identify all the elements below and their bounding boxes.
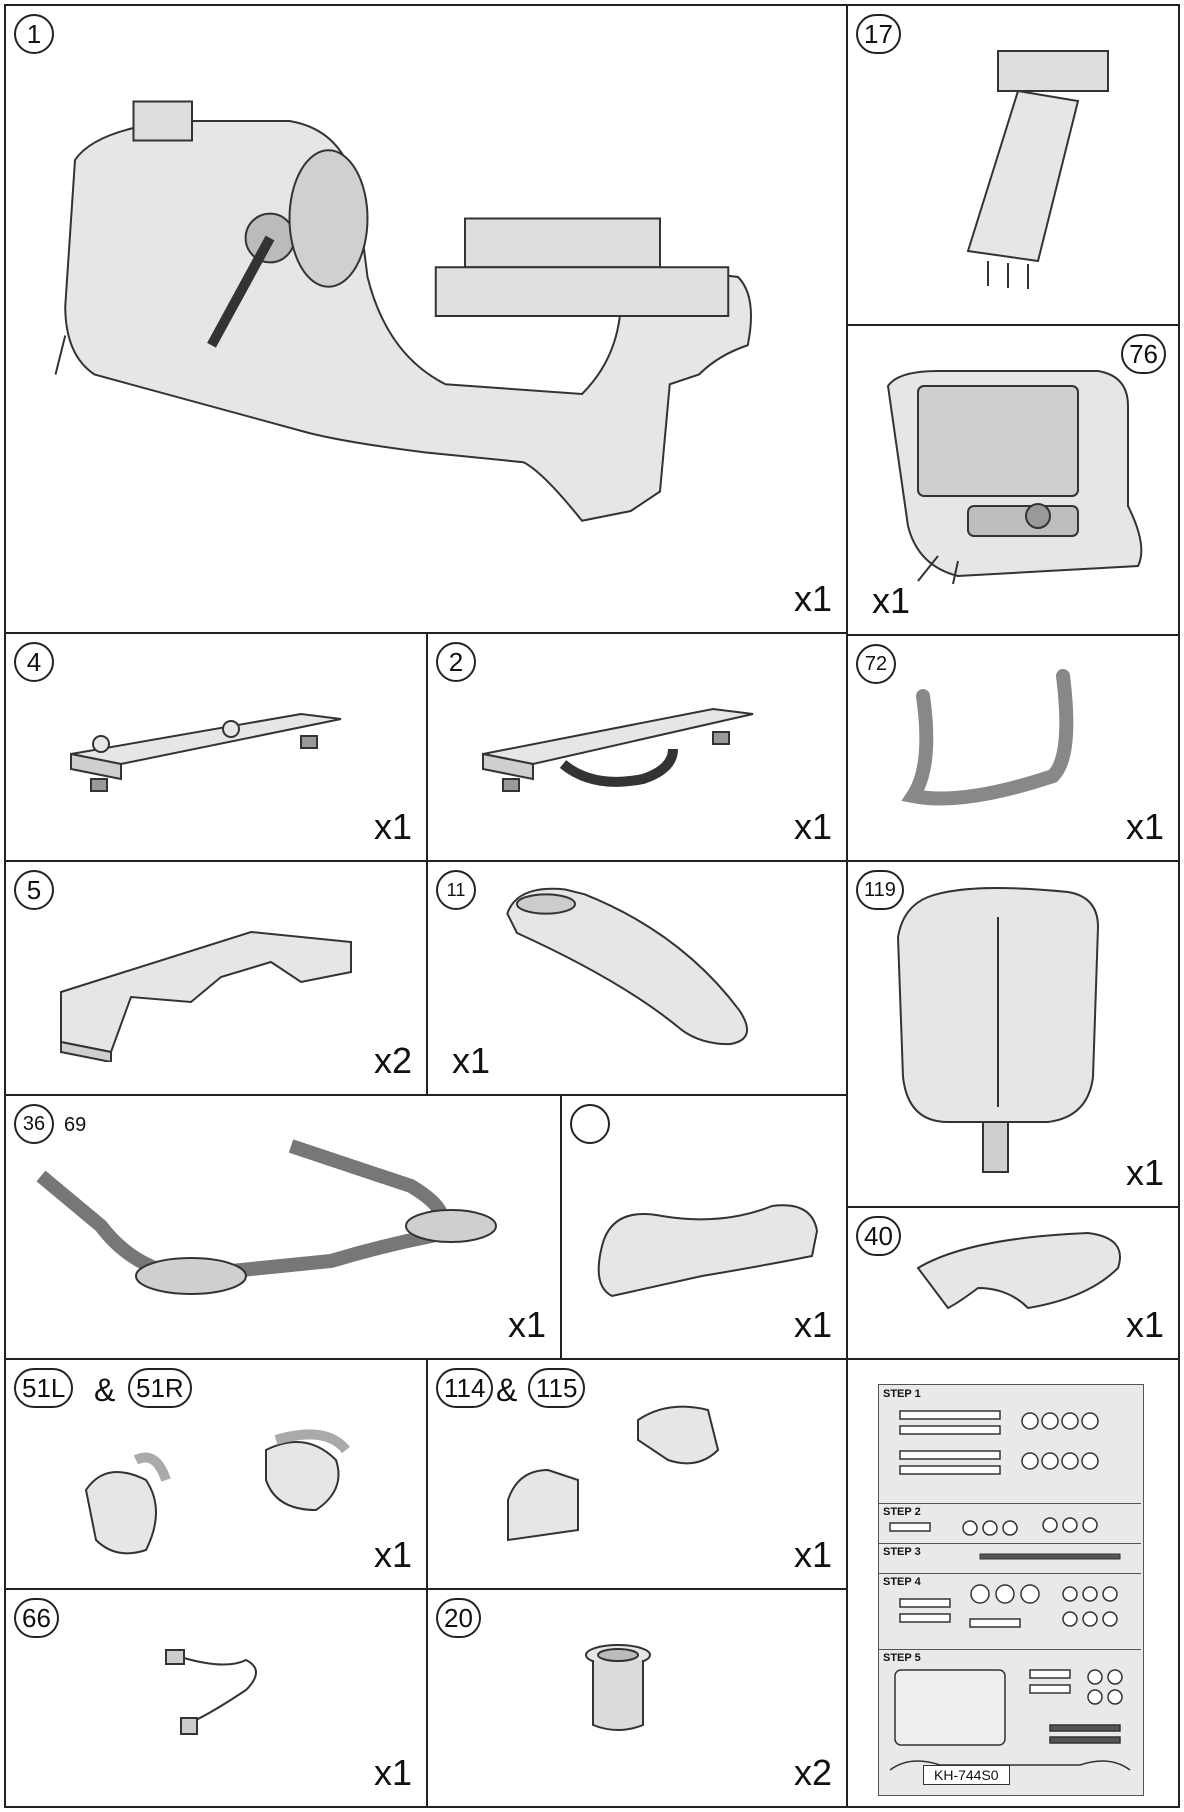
part-number-badge: 40	[856, 1216, 901, 1256]
step-4-hardware-icon	[879, 1579, 1141, 1649]
part-cell-11: 11 x1	[426, 860, 848, 1096]
power-cord-illustration	[156, 1640, 276, 1740]
part-quantity: x2	[793, 1752, 832, 1793]
side-handlebars-illustration	[26, 1136, 536, 1336]
step-3-hardware-icon	[879, 1548, 1141, 1568]
part-cell-51: 51L & 51R x1	[4, 1358, 428, 1590]
backrest-illustration	[888, 872, 1108, 1182]
part-quantity: x1	[793, 1534, 832, 1575]
seat-rail-cover-illustration	[488, 872, 778, 1052]
part-number-badge: 51L	[14, 1368, 74, 1408]
part-number-badge: 5	[14, 870, 54, 910]
step-label: STEP 4	[883, 1576, 921, 1588]
parts-sheet: 1 x1 17 76 x1	[4, 4, 1180, 1808]
step-5-hardware-icon	[879, 1655, 1141, 1795]
part-quantity: x1	[872, 580, 911, 621]
part-number-badge: 4	[14, 642, 54, 682]
hardware-step-2: STEP 2	[879, 1503, 1141, 1544]
seat-cushion-illustration	[582, 1186, 822, 1306]
part-quantity: x1	[507, 1304, 546, 1345]
part-quantity: x1	[373, 1534, 412, 1575]
part-number-badge-secondary: 51R	[128, 1368, 192, 1408]
handlebar-illustration	[868, 656, 1118, 826]
hardware-step-1: STEP 1	[879, 1385, 1141, 1504]
hardware-card: STEP 1 STEP 2 STEP 3 STEP	[878, 1384, 1144, 1796]
part-number-secondary: 69	[64, 1114, 87, 1136]
part-cell-40: 40 x1	[846, 1206, 1180, 1360]
part-number-badge: 1	[14, 14, 54, 54]
part-cell-119: 119 x1	[846, 860, 1180, 1208]
part-quantity: x1	[373, 806, 412, 847]
console-mast-illustration	[928, 26, 1128, 296]
part-cell-17: 17	[846, 4, 1180, 326]
part-number-badge: 11	[436, 870, 476, 910]
part-number-badge: 17	[856, 14, 901, 54]
pedals-illustration	[66, 1420, 386, 1570]
step-2-hardware-icon	[879, 1513, 1141, 1543]
part-quantity: x1	[793, 578, 832, 619]
part-cell-66: 66 x1	[4, 1588, 428, 1808]
part-cell-76: 76 x1	[846, 324, 1180, 636]
part-quantity: x1	[1125, 1152, 1164, 1193]
hardware-card-cell: STEP 1 STEP 2 STEP 3 STEP	[846, 1358, 1180, 1808]
hardware-step-5: STEP 5 KH-744S0	[879, 1649, 1141, 1795]
part-number-badge: 66	[14, 1598, 59, 1638]
part-cell-72: 72 x1	[846, 634, 1180, 862]
part-quantity: x1	[793, 1304, 832, 1345]
part-number-badge: 2	[436, 642, 476, 682]
part-quantity: x1	[793, 806, 832, 847]
part-number-joiner: &	[496, 1372, 518, 1408]
part-number-badge	[570, 1104, 610, 1144]
part-cell-36-69: 36 69 x1	[4, 1094, 562, 1360]
part-cell-1: 1 x1	[4, 4, 848, 634]
part-cell-114-115: 114 & 115 x1	[426, 1358, 848, 1590]
hardware-step-4: STEP 4	[879, 1573, 1141, 1650]
part-cell-5: 5 x2	[4, 860, 428, 1096]
hardware-step-3: STEP 3	[879, 1543, 1141, 1574]
part-number-badge: 36	[14, 1104, 54, 1144]
model-label: KH-744S0	[923, 1765, 1010, 1785]
part-quantity: x1	[373, 1752, 412, 1793]
part-number-badge: 119	[856, 870, 904, 910]
step-label: STEP 2	[883, 1506, 921, 1518]
part-quantity: x1	[452, 1040, 491, 1081]
main-frame-illustration	[36, 56, 816, 576]
front-stabilizer-illustration	[56, 694, 366, 804]
part-number-badge: 72	[856, 644, 896, 684]
part-number-badge: 76	[1121, 334, 1166, 374]
part-quantity: x1	[1125, 1304, 1164, 1345]
step-1-hardware-icon	[879, 1401, 1141, 1501]
part-cell-20: 20 x2	[426, 1588, 848, 1808]
step-label: STEP 5	[883, 1652, 921, 1664]
stabilizer-cover-illustration	[46, 922, 376, 1062]
rear-stabilizer-illustration	[468, 694, 778, 804]
seat-pan-illustration	[908, 1228, 1128, 1318]
part-quantity: x2	[373, 1040, 412, 1081]
part-number-badge: 20	[436, 1598, 481, 1638]
part-number-joiner: &	[94, 1372, 116, 1408]
bushing-illustration	[578, 1640, 658, 1740]
step-label: STEP 3	[883, 1546, 921, 1558]
part-cell-seat: x1	[560, 1094, 848, 1360]
part-number-badge-secondary: 115	[528, 1368, 586, 1408]
part-number-badge: 114	[436, 1368, 494, 1408]
part-quantity: x1	[1125, 806, 1164, 847]
part-cell-4: 4 x1	[4, 632, 428, 862]
console-illustration	[878, 366, 1158, 586]
part-cell-2: 2 x1	[426, 632, 848, 862]
step-label: STEP 1	[883, 1388, 921, 1400]
crank-covers-illustration	[488, 1390, 768, 1550]
